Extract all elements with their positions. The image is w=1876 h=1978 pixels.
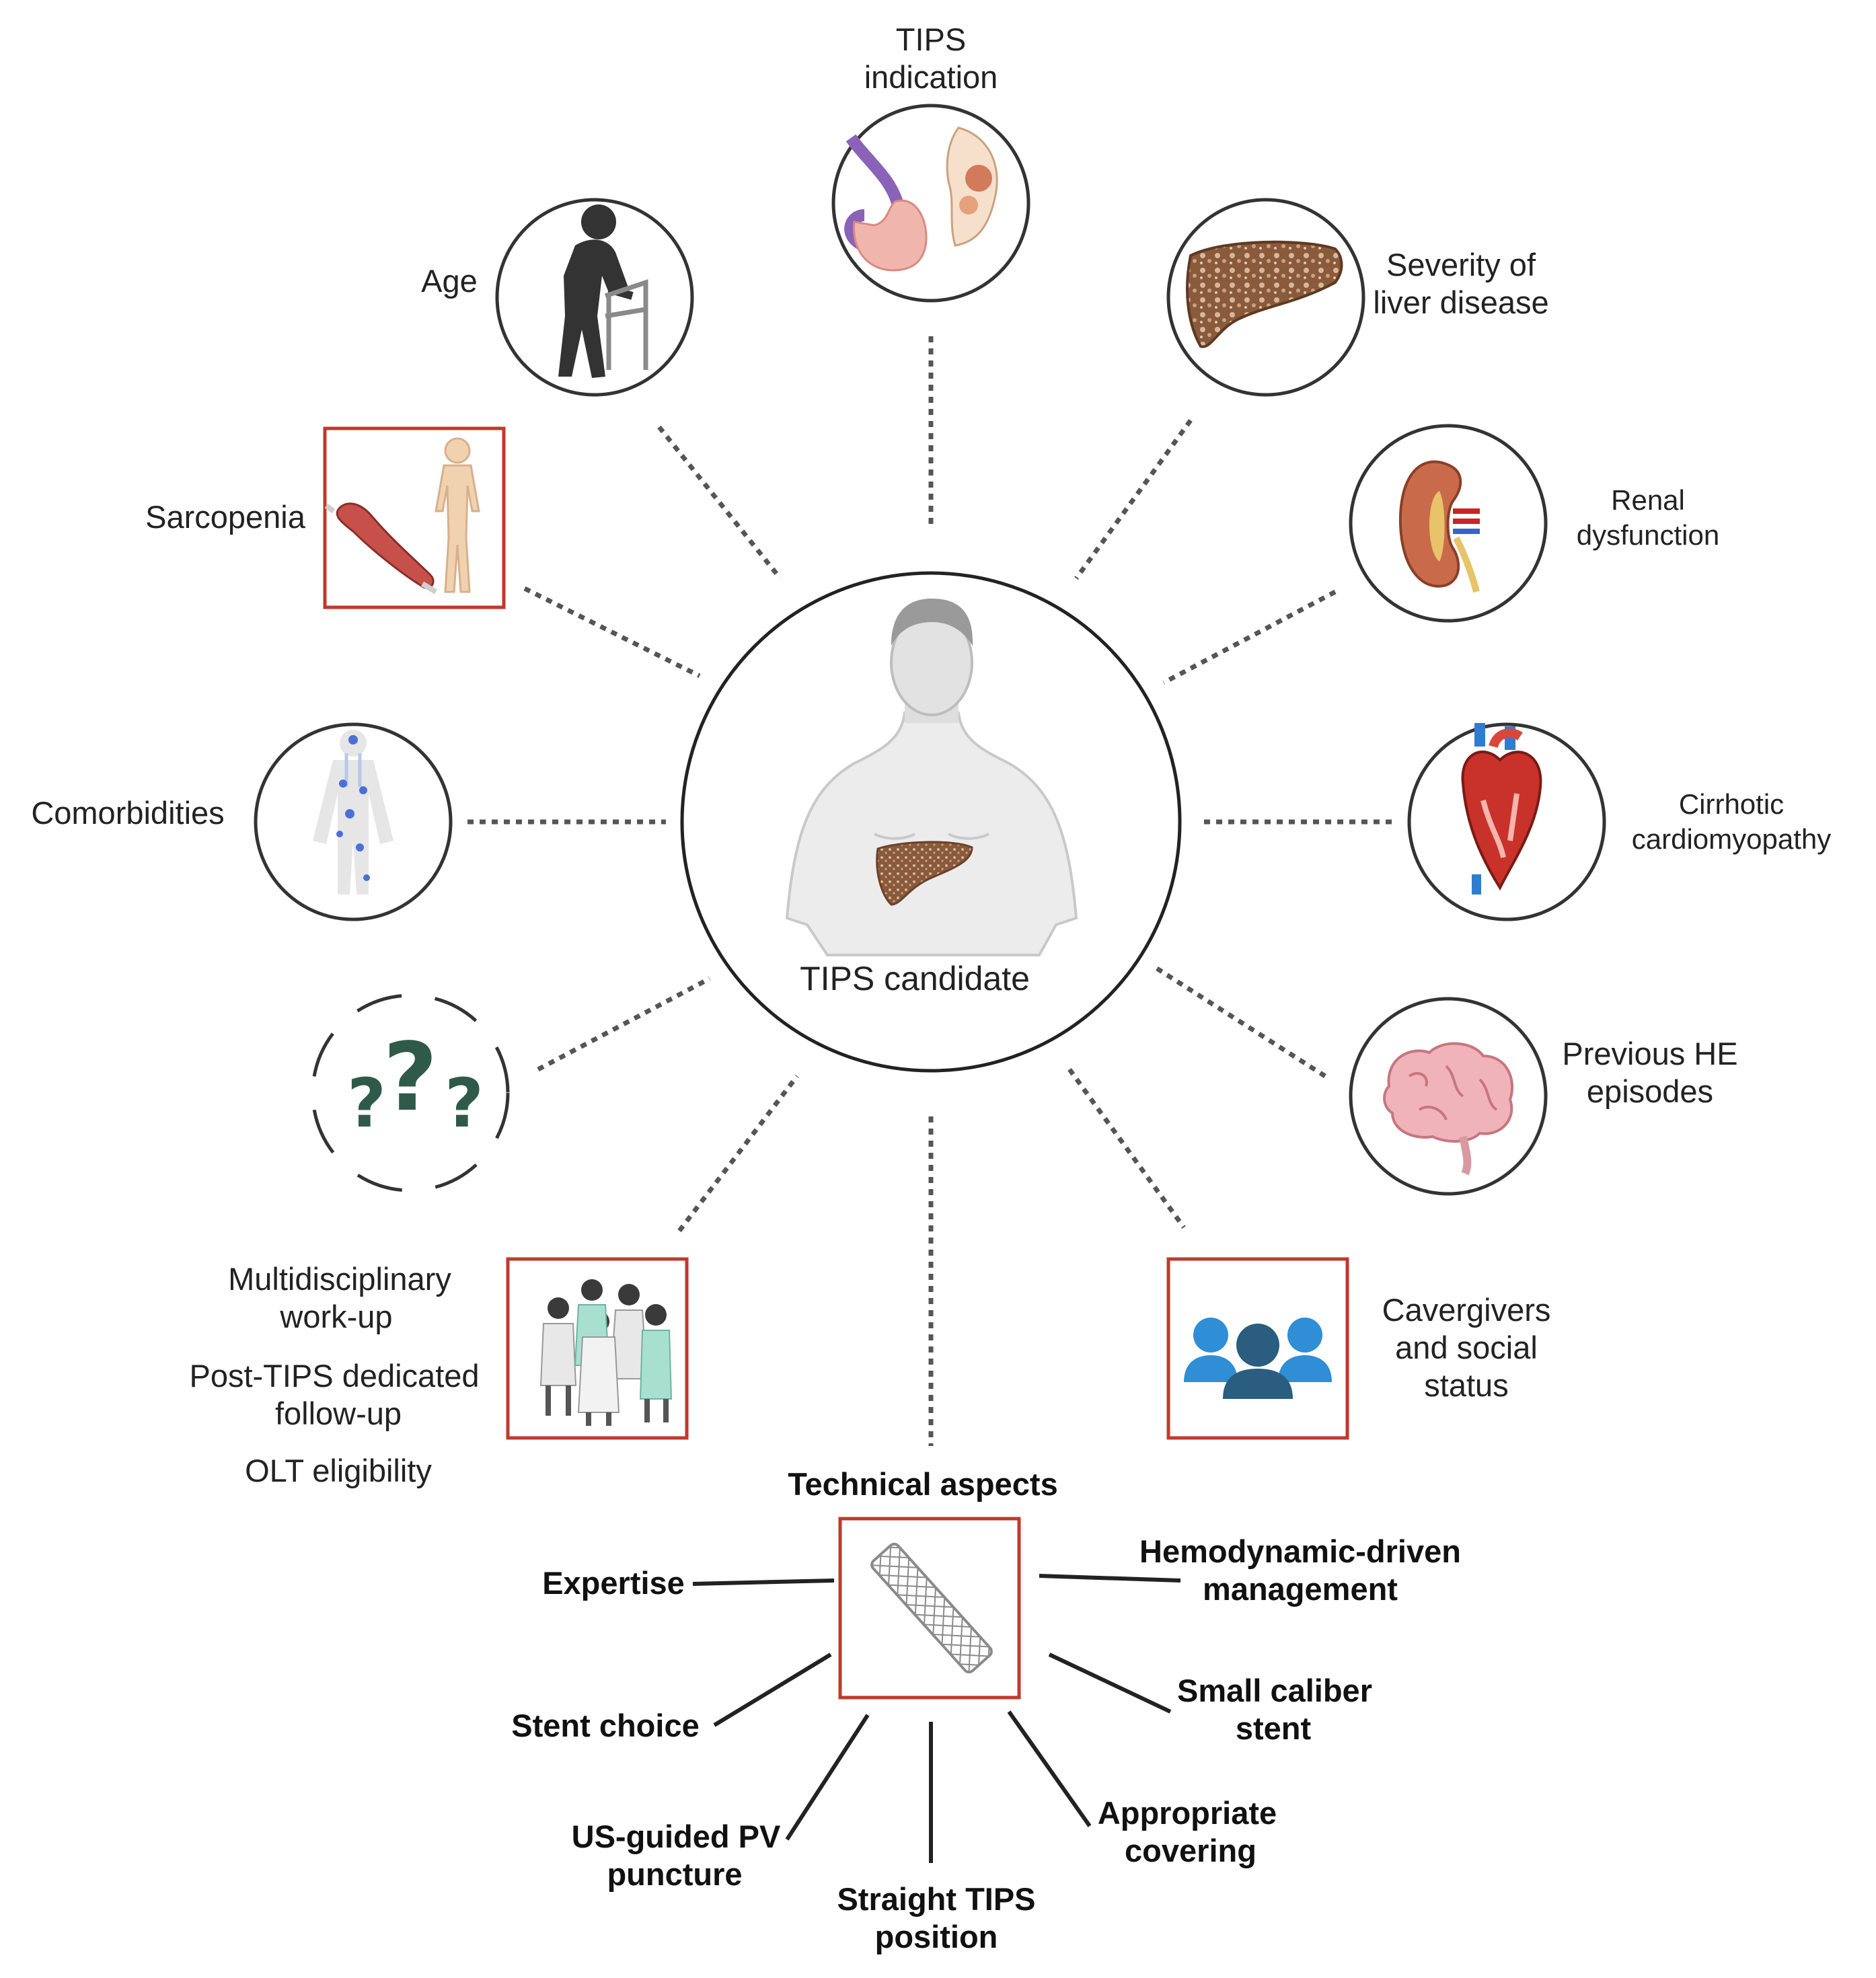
sarcopenia-label: Sarcopenia [145,499,306,535]
kidney-icon [1398,460,1480,593]
medical-team-icon [539,1279,673,1426]
tips-indication-label-1: TIPS [896,22,966,57]
human-body-icon [435,437,480,593]
factor-renal: Renal dysfunction [1349,424,1719,623]
human-torso-icon [785,599,1078,956]
muscle-icon [324,502,438,595]
team-label-1: Multidisciplinary [228,1261,451,1297]
tips-indication-label-2: indication [864,59,998,95]
connector-question [537,976,711,1072]
factor-age: Age [421,198,694,397]
small-caliber-label-1: Small caliber [1177,1673,1372,1708]
connector-sarcopenia [523,586,701,679]
connector-he [1156,966,1326,1078]
technical-aspects: Technical aspects Expertise Stent choice… [511,1466,1461,1954]
stent-icon [870,1542,993,1674]
people-group-icon [1184,1318,1332,1399]
comorbidities-label: Comorbidities [31,795,224,831]
team-label-3: Post-TIPS dedicated [189,1358,479,1394]
heart-icon [1461,723,1542,895]
he-label-2: episodes [1587,1073,1713,1109]
straight-label-1: Straight TIPS [837,1881,1035,1917]
renal-label-2: dysfunction [1577,519,1719,551]
connector-age [657,425,782,580]
connector-severity [1074,418,1193,580]
brain-icon [1383,1042,1514,1176]
caregivers-label-2: and social [1395,1330,1538,1365]
severity-label-2: liver disease [1373,284,1548,320]
renal-label-1: Renal [1611,484,1685,516]
team-label-2: work-up [279,1299,392,1334]
factor-sarcopenia: Sarcopenia [145,426,506,609]
caregivers-label-3: status [1424,1367,1508,1403]
technical-title: Technical aspects [788,1466,1057,1502]
hemodynamic-label-1: Hemodynamic-driven [1139,1533,1461,1569]
factor-tips-indication: TIPS indication [831,22,1030,303]
factor-cirrhotic: Cirrhotic cardiomyopathy [1407,722,1831,921]
us-guided-label-2: puncture [607,1856,742,1892]
caregivers-label-1: Cavergivers [1382,1292,1551,1328]
body-with-lesions-icon [313,730,393,895]
svg-text:?: ? [347,1064,386,1143]
stent-choice-label: Stent choice [511,1708,699,1743]
connector-renal [1162,589,1337,685]
cirrhotic-label-2: cardiomyopathy [1632,823,1831,855]
walker-icon [604,279,648,370]
us-guided-label-1: US-guided PV [572,1819,781,1854]
factor-comorbidities: Comorbidities [31,722,453,921]
question-marks-icon: ? ? ? [347,1023,484,1143]
team-label-4: follow-up [275,1396,402,1431]
liver-icon [876,841,973,906]
expertise-label: Expertise [542,1565,685,1601]
covering-label-1: Appropriate [1098,1795,1277,1831]
connector-caregivers [1067,1067,1186,1229]
connector-team [677,1074,799,1233]
factor-severity: Severity of liver disease [1166,198,1549,397]
covering-label-2: covering [1125,1833,1256,1868]
center-node: TIPS candidate [680,571,1182,1073]
he-label-1: Previous HE [1562,1036,1737,1071]
severity-label-1: Severity of [1386,247,1536,282]
team-label-5: OLT eligibility [245,1453,432,1488]
factor-team: Multidisciplinary work-up Post-TIPS dedi… [189,1257,689,1488]
connectors [467,336,1394,1446]
technical-connectors [692,1574,1181,1863]
factor-caregivers: Cavergivers and social status [1166,1257,1551,1440]
hemodynamic-label-2: management [1203,1571,1398,1607]
cirrhotic-label-1: Cirrhotic [1679,788,1784,820]
factor-unknown: ? ? ? [311,993,510,1192]
small-caliber-label-2: stent [1236,1710,1312,1746]
cirrhotic-liver-icon [1186,240,1343,348]
svg-text:?: ? [445,1064,484,1143]
straight-label-2: position [875,1919,998,1954]
stomach-icon [844,126,998,272]
factor-he: Previous HE episodes [1349,997,1738,1196]
svg-text:?: ? [383,1023,437,1133]
center-label: TIPS candidate [800,960,1030,997]
age-label: Age [421,263,478,299]
